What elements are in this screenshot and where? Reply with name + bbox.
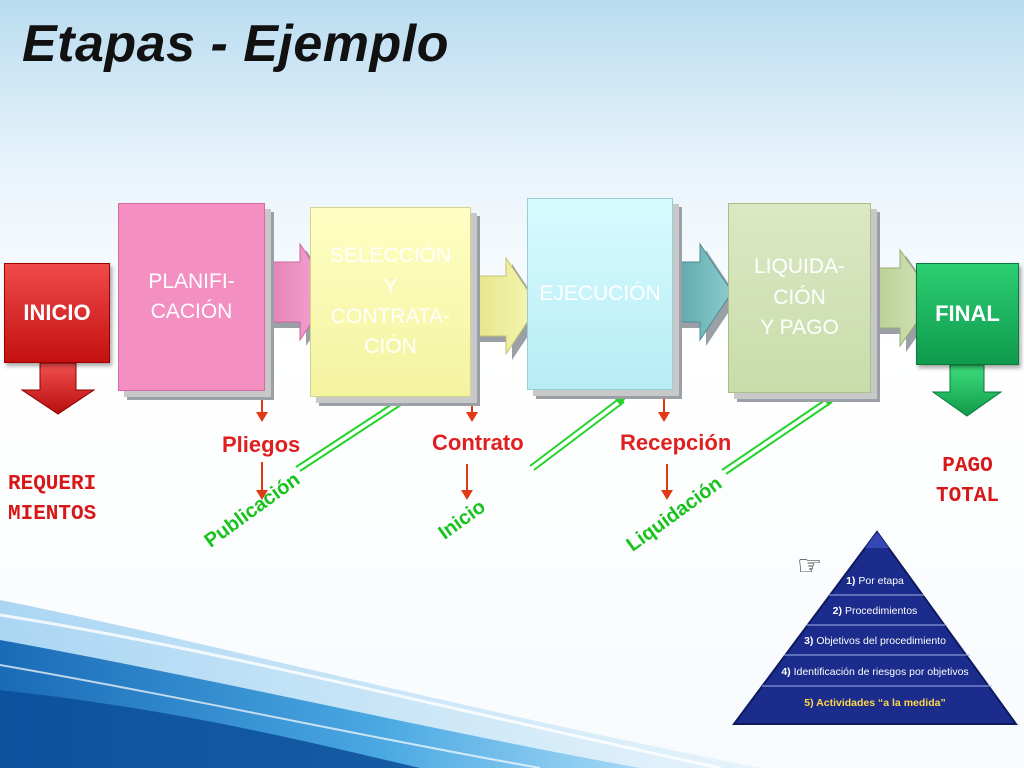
pyramid-level-1: 1) Por etapa — [846, 575, 904, 587]
chevron-arrow — [675, 242, 738, 346]
stage-seleccion: SELECCIÓN Y CONTRATA- CIÓN — [310, 207, 471, 397]
endpoint-requerimientos: REQUERI MIENTOS — [8, 473, 97, 527]
stage-final: FINAL — [916, 263, 1019, 365]
red-milestone-arrows — [256, 394, 673, 500]
stage-inicio: INICIO — [4, 263, 110, 363]
milestone-recepcion: Recepción — [620, 430, 732, 455]
stage-liquidacion: LIQUIDA- CIÓN Y PAGO — [728, 203, 871, 393]
stage-planificacion: PLANIFI- CACIÓN — [118, 203, 265, 391]
down-arrow-green — [931, 364, 1003, 417]
pyramid-level-2: 2) Procedimientos — [832, 605, 918, 617]
pointing-hand-icon: ☞ — [797, 550, 823, 581]
milestone-contrato: Contrato — [432, 430, 524, 455]
stage-ejecucion: EJECUCIÓN — [527, 198, 673, 390]
pyramid-level-4: 4) Identificación de riesgos por objetiv… — [781, 666, 969, 678]
risk-pyramid: 1) Por etapa 2) Procedimientos 3) Objeti… — [730, 528, 1020, 728]
pyramid-level-3: 3) Objetivos del procedimiento — [804, 635, 946, 647]
endpoint-pago-total: PAGO TOTAL — [936, 455, 1000, 509]
milestone-pliegos: Pliegos — [222, 432, 301, 457]
page-title: Etapas - Ejemplo — [22, 15, 449, 73]
pyramid-shape — [732, 530, 1018, 725]
pyramid-level-5: 5) Actividades “a la medida” — [804, 697, 946, 709]
down-arrow-red — [20, 362, 96, 415]
green-transition-arrows — [295, 394, 833, 475]
